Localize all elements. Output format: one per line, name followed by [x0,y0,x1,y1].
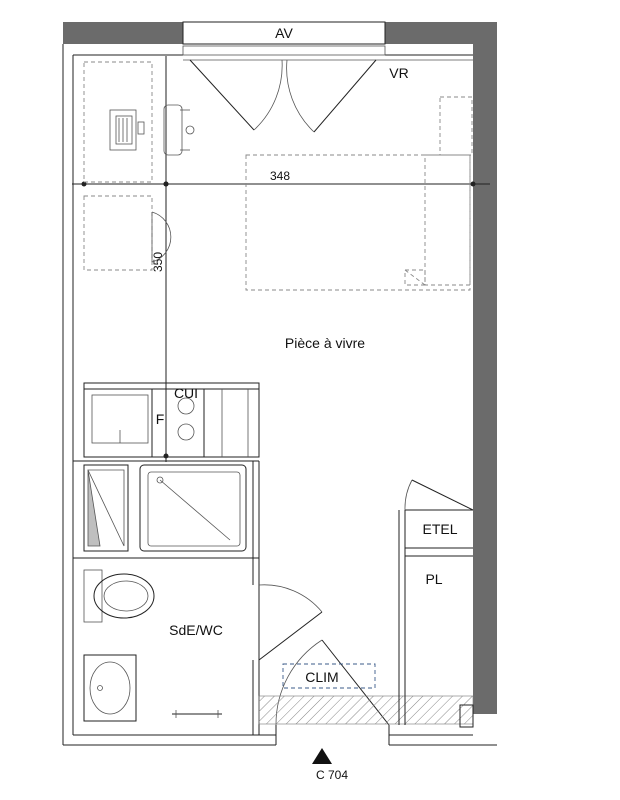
av-label: AV [275,25,293,41]
window-door-swings [189,59,377,133]
clim-label: CLIM [305,669,338,685]
kitchen: CUI F [83,382,260,458]
bathroom-label: SdE/WC [169,622,223,638]
storage-unit [83,464,129,552]
kitchen-label: CUI [174,385,198,401]
living-room-label: Pièce à vivre [285,335,365,351]
unit-marker: C 704 [312,748,348,782]
washbasin [83,654,137,722]
unit-ref-label: C 704 [316,768,348,782]
bed [245,96,473,291]
bathroom-door [258,584,323,661]
desk-chair [163,104,195,156]
dimension-width-label: 348 [270,169,290,183]
shower-tray [139,464,247,552]
bathroom-walls [73,460,260,735]
etel-closet: ETEL PL [398,479,474,725]
desk [83,61,153,183]
duct [459,704,474,728]
hatched-floor [258,695,474,725]
towel-rail [172,710,222,718]
dimension-width: 348 [72,169,490,187]
table-area [83,195,172,271]
closet-label: PL [425,571,442,587]
exterior-walls [62,22,497,746]
etel-label: ETEL [422,521,457,537]
dimension-depth: 350 [151,56,169,462]
vr-label: VR [389,65,408,81]
clim: CLIM [282,663,376,689]
window: AV VR [182,21,473,81]
fridge-label: F [156,411,165,427]
toilet [83,569,155,623]
